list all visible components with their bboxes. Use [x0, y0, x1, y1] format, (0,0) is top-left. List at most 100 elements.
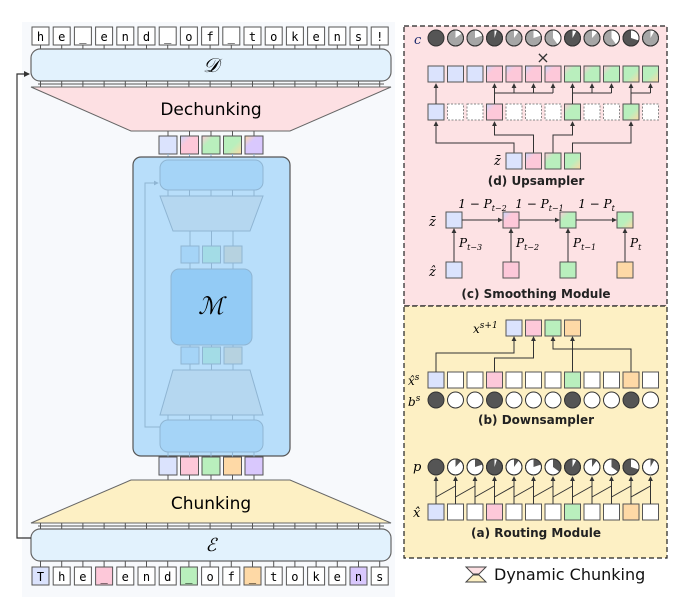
downsampler-module: xs+1x̂sbs	[408, 319, 659, 409]
routing-probability-pie	[505, 458, 523, 476]
smoothing-p-label: Pt−1	[572, 236, 596, 252]
upsampler-repeat-cell	[447, 103, 464, 121]
routing-diagonal	[572, 485, 593, 498]
decoder-ticks	[38, 81, 384, 87]
downsampler-input-cell	[583, 371, 601, 389]
upsampler-repeat-cell	[427, 103, 445, 121]
outer-skip-connection	[16, 71, 31, 539]
output-token-char: n	[122, 30, 129, 44]
upsampler-repeat-cell	[603, 103, 620, 121]
upsampler-repeat-cell	[622, 103, 640, 121]
pie-base	[466, 391, 484, 409]
upsampler-repeat-cell	[466, 103, 484, 121]
downsampler-b-label: bs	[408, 394, 421, 409]
pie-base	[642, 391, 659, 409]
output-token-char: o	[270, 30, 277, 44]
smoothing-edge-label: 1 − Pt	[578, 197, 615, 213]
downsampler-input-cell	[447, 371, 464, 389]
inner-chunk-top	[180, 245, 200, 264]
pie-outline	[486, 29, 503, 47]
pie-slice	[592, 459, 597, 467]
input-token-char: _	[100, 570, 108, 584]
upsampler-output-cell	[505, 65, 523, 83]
routing-p-label: p	[413, 460, 422, 475]
inner-encoder-block	[159, 159, 264, 191]
downsampler-input-cell	[544, 371, 562, 389]
pie-slice	[631, 30, 639, 41]
boundary-indicator	[466, 391, 484, 409]
upsampler-title: (d) Upsampler	[488, 174, 585, 188]
output-token-char: o	[185, 30, 192, 44]
output-token-char: s	[355, 30, 362, 44]
routing-diagonal	[455, 485, 476, 498]
routing-input-cell	[466, 503, 484, 521]
routing-probability-pie	[642, 458, 659, 476]
upsampler-output-cell	[642, 65, 659, 83]
routing-diagonal	[611, 485, 632, 498]
inner-decoder-block	[159, 419, 264, 453]
smoothing-title: (c) Smoothing Module	[461, 287, 610, 301]
boundary-indicator	[505, 391, 523, 409]
input-token-char: _	[249, 570, 257, 584]
input-token-char: n	[143, 570, 150, 584]
routing-x-label: x̂	[413, 506, 421, 521]
dynamic-chunking-legend-bottom-icon	[464, 574, 488, 583]
pie-slice	[631, 459, 639, 470]
pie-slice	[650, 459, 655, 467]
confidence-pie	[486, 29, 503, 47]
smoothing-output-cell	[445, 211, 463, 229]
upsampler-output-cell	[622, 65, 640, 83]
legend-label: Dynamic Chunking	[494, 565, 645, 584]
dechunk-input-chunk	[158, 135, 178, 155]
routing-probability-pie	[427, 458, 445, 476]
upsampler-zbar-label: z̄	[493, 154, 501, 169]
smoothing-zhat-label: ẑ	[428, 265, 436, 280]
routing-diagonal	[630, 485, 651, 498]
dechunk-input-chunk	[180, 135, 199, 155]
pie-outline	[564, 29, 581, 47]
routing-input-cell	[603, 503, 620, 521]
smoothing-output-cell	[502, 211, 520, 229]
pie-outline	[583, 29, 601, 47]
main-network-label: ℳ	[198, 292, 227, 320]
pie-slice	[533, 459, 542, 467]
pie-slice	[494, 459, 497, 467]
downsampler-input-cell	[564, 371, 581, 389]
output-token-char: e	[312, 30, 319, 44]
pie-slice	[514, 30, 519, 38]
pie-slice	[650, 30, 655, 38]
pie-outline	[603, 29, 620, 47]
downsampler-output-cell	[505, 319, 523, 337]
input-token-char: k	[312, 570, 320, 584]
upsampler-output-cell	[603, 65, 620, 83]
dechunk-input-chunks	[158, 131, 264, 160]
chunking-label: Chunking	[171, 494, 251, 514]
upsampler-output-cell	[564, 65, 581, 83]
downsampler-input-cell	[466, 371, 484, 389]
upsampler-output-cell	[427, 65, 445, 83]
routing-diagonal	[513, 485, 534, 498]
routing-probability-pie	[486, 458, 503, 476]
routing-module: p x̂	[413, 458, 659, 521]
dynamic-chunking-legend-top-icon	[464, 566, 488, 575]
routing-diagonal	[591, 485, 612, 498]
output-token-char: _	[164, 30, 172, 44]
dechunking-label: Dechunking	[160, 100, 261, 120]
downsampler-output-cell	[564, 319, 581, 337]
upsampler-zbar-cell	[564, 152, 581, 170]
times-symbol: ×	[536, 48, 549, 67]
chunking-block	[30, 479, 392, 524]
confidence-pies	[427, 29, 659, 47]
smoothing-p-label: Pt	[629, 236, 642, 252]
chunk-output-chunk	[158, 456, 178, 476]
pie-base	[505, 391, 523, 409]
output-token-char: n	[334, 30, 341, 44]
upsampler-output-cell	[544, 65, 562, 83]
inner-chunk-bottom	[223, 346, 243, 365]
confidence-pie	[466, 29, 484, 47]
pie-outline	[525, 458, 542, 476]
pie-outline	[603, 458, 620, 476]
output-token-char: !	[376, 30, 383, 44]
output-token-char: _	[79, 30, 87, 44]
